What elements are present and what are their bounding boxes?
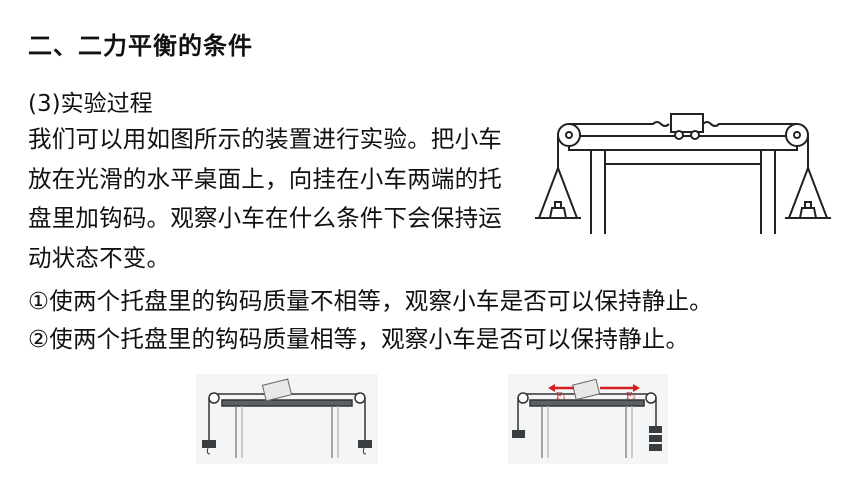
subheading: (3)实验过程 xyxy=(28,91,153,117)
section-title: 二、二力平衡的条件 xyxy=(28,32,253,60)
photo-diagram-unequal xyxy=(196,374,378,464)
experiment-paragraph: 我们可以用如图所示的装置进行实验。把小车放在光滑的水平桌面上，向挂在小车两端的托… xyxy=(28,125,502,272)
force-f2-label: F₂ xyxy=(626,392,636,402)
apparatus-diagram xyxy=(535,113,831,234)
force-f1-label: F₁ xyxy=(556,392,566,402)
step-2: ②使两个托盘里的钩码质量相等，观察小车是否可以保持静止。 xyxy=(28,325,690,353)
step-1: ①使两个托盘里的钩码质量不相等，观察小车是否可以保持静止。 xyxy=(28,287,713,315)
photo-diagram-forces: F₁ F₂ xyxy=(508,374,668,464)
